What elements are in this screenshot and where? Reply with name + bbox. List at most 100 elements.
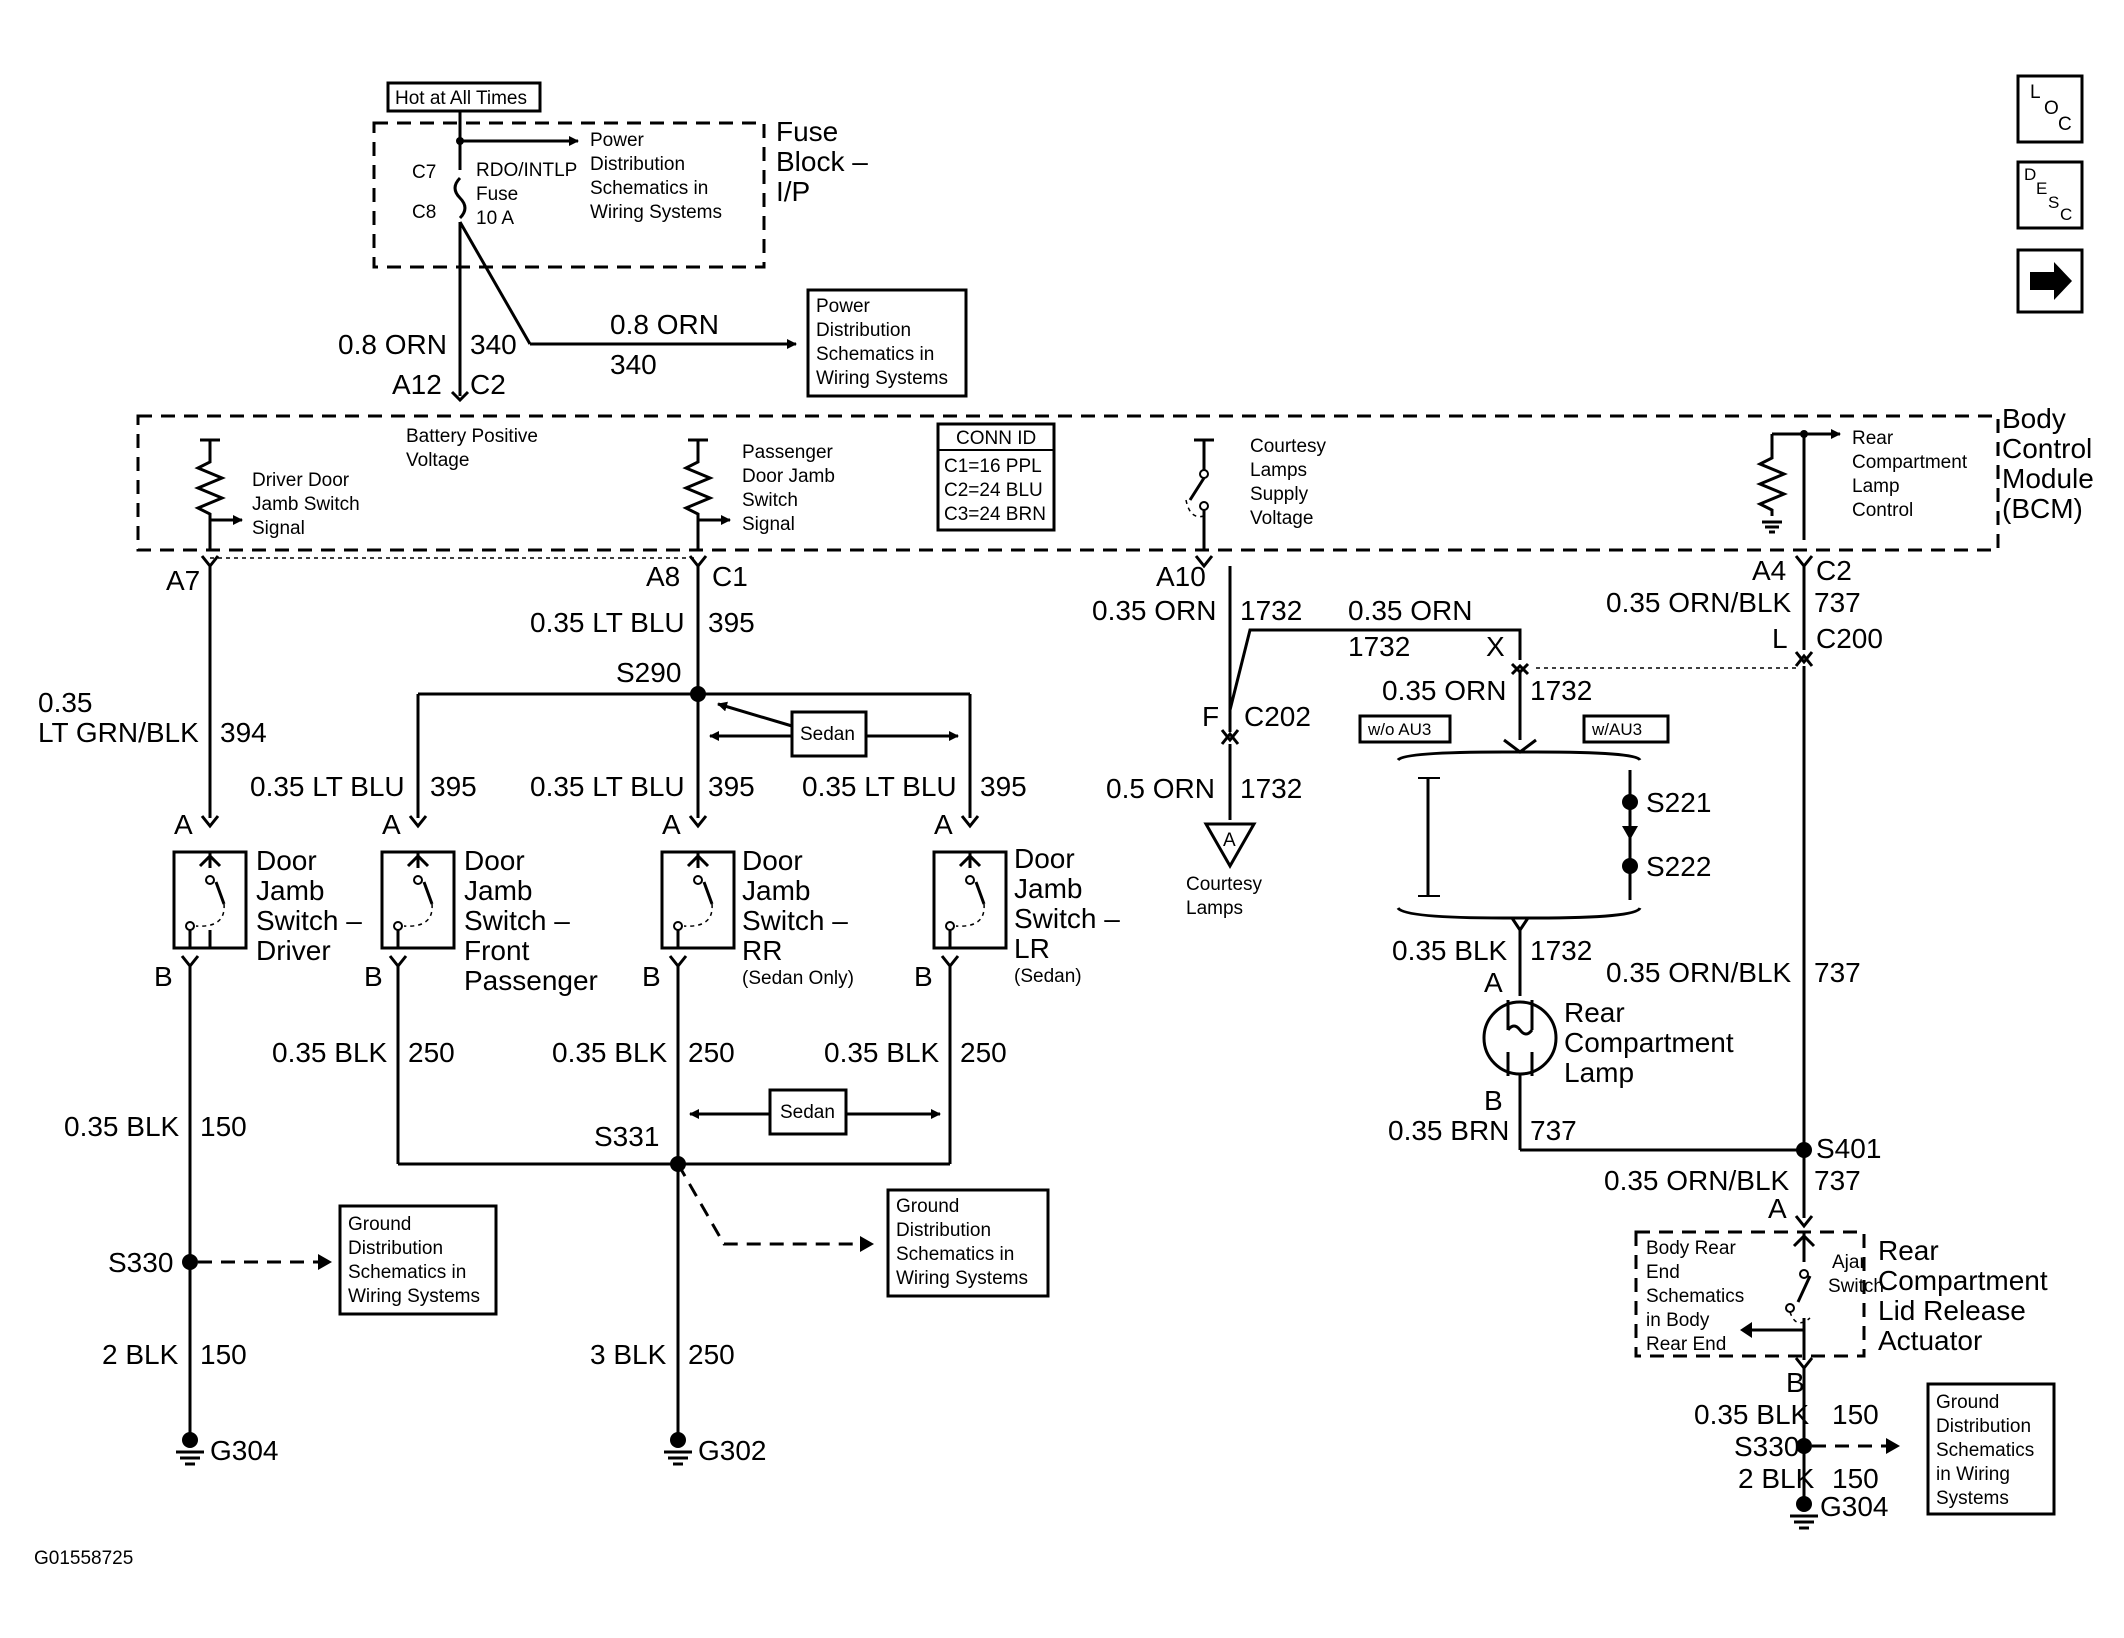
svg-text:G302: G302 xyxy=(698,1435,767,1466)
svg-text:S401: S401 xyxy=(1816,1133,1881,1164)
svg-text:250: 250 xyxy=(960,1037,1007,1068)
svg-text:Power: Power xyxy=(816,296,871,317)
svg-text:Wiring Systems: Wiring Systems xyxy=(896,1268,1028,1289)
svg-text:C: C xyxy=(2058,114,2072,135)
svg-text:Driver: Driver xyxy=(256,935,331,966)
svg-text:Driver Door: Driver Door xyxy=(252,470,350,491)
bcm-title: Body Control Module (BCM) xyxy=(2002,403,2094,524)
svg-text:Front: Front xyxy=(464,935,530,966)
svg-text:Door Jamb: Door Jamb xyxy=(742,466,835,487)
svg-text:E: E xyxy=(2036,179,2047,198)
svg-text:737: 737 xyxy=(1814,1165,1861,1196)
svg-text:395: 395 xyxy=(708,771,755,802)
svg-text:2 BLK: 2 BLK xyxy=(1738,1463,1815,1494)
svg-text:S221: S221 xyxy=(1646,787,1711,818)
svg-text:CONN ID: CONN ID xyxy=(956,428,1036,449)
svg-text:Rear: Rear xyxy=(1852,428,1894,449)
svg-text:Door: Door xyxy=(742,845,803,876)
svg-text:Rear: Rear xyxy=(1878,1235,1939,1266)
svg-text:250: 250 xyxy=(688,1037,735,1068)
svg-text:in Body: in Body xyxy=(1646,1310,1710,1331)
svg-text:X: X xyxy=(1486,631,1505,662)
svg-text:C1=16 PPL: C1=16 PPL xyxy=(944,456,1042,477)
ground-g304-left-icon xyxy=(176,1432,204,1466)
svg-text:0.35: 0.35 xyxy=(38,687,93,718)
svg-text:737: 737 xyxy=(1530,1115,1577,1146)
svg-text:Compartment: Compartment xyxy=(1878,1265,2048,1296)
svg-text:Jamb Switch: Jamb Switch xyxy=(252,494,360,515)
svg-text:(BCM): (BCM) xyxy=(2002,493,2083,524)
svg-text:Block –: Block – xyxy=(776,146,868,177)
svg-text:A: A xyxy=(1484,967,1503,998)
svg-text:0.8 ORN: 0.8 ORN xyxy=(338,329,447,360)
svg-text:Passenger: Passenger xyxy=(742,442,834,463)
svg-text:Actuator: Actuator xyxy=(1878,1325,1982,1356)
svg-text:A10: A10 xyxy=(1156,561,1206,592)
svg-text:Courtesy: Courtesy xyxy=(1186,874,1263,895)
svg-text:Schematics in: Schematics in xyxy=(348,1262,466,1283)
ground-distribution-reference-center[interactable]: Ground Distribution Schematics in Wiring… xyxy=(886,1188,1050,1298)
svg-text:0.35 LT BLU: 0.35 LT BLU xyxy=(250,771,405,802)
power-distribution-reference[interactable]: Power Distribution Schematics in Wiring … xyxy=(806,288,968,398)
svg-text:End: End xyxy=(1646,1262,1680,1283)
svg-text:Wiring Systems: Wiring Systems xyxy=(590,202,722,223)
svg-text:1732: 1732 xyxy=(1240,773,1302,804)
fuse-block-outline xyxy=(372,121,766,269)
svg-text:737: 737 xyxy=(1814,587,1861,618)
next-page-button[interactable] xyxy=(2016,248,2084,314)
splice-s221 xyxy=(1622,794,1638,810)
svg-text:395: 395 xyxy=(708,607,755,638)
sedan-option-label-top: Sedan xyxy=(709,701,959,758)
svg-text:Sedan: Sedan xyxy=(780,1102,835,1123)
svg-text:Switch –: Switch – xyxy=(1014,903,1120,934)
svg-text:10 A: 10 A xyxy=(476,208,514,229)
svg-text:Schematics in: Schematics in xyxy=(896,1244,1014,1265)
svg-text:Door: Door xyxy=(256,845,317,876)
figure-id: G01558725 xyxy=(34,1548,133,1569)
passenger-signal-resistor-icon xyxy=(682,438,731,550)
ground-g302-icon xyxy=(664,1432,692,1466)
splice-s222 xyxy=(1622,858,1638,874)
svg-text:Body: Body xyxy=(2002,403,2066,434)
svg-text:B: B xyxy=(1484,1085,1503,1116)
arrow-right-icon xyxy=(2030,262,2072,300)
ground-distribution-reference-left[interactable]: Ground Distribution Schematics in Wiring… xyxy=(338,1204,498,1316)
ground-distribution-reference-right[interactable]: Ground Distribution Schematics in Wiring… xyxy=(1926,1382,2056,1516)
courtesy-supply-switch-icon xyxy=(1185,438,1214,550)
svg-text:Body Rear: Body Rear xyxy=(1646,1238,1736,1259)
svg-text:Fuse: Fuse xyxy=(776,116,838,147)
ground-g304-right-icon xyxy=(1790,1496,1818,1530)
svg-text:250: 250 xyxy=(408,1037,455,1068)
svg-text:Distribution: Distribution xyxy=(1936,1416,2031,1437)
svg-text:Door: Door xyxy=(464,845,525,876)
svg-text:394: 394 xyxy=(220,717,267,748)
svg-text:w/AU3: w/AU3 xyxy=(1591,720,1642,739)
svg-text:RDO/INTLP: RDO/INTLP xyxy=(476,160,577,181)
svg-text:S330: S330 xyxy=(108,1247,173,1278)
svg-text:Ajar: Ajar xyxy=(1832,1252,1866,1273)
svg-text:Ground: Ground xyxy=(896,1196,959,1217)
door-jamb-switch-driver xyxy=(172,850,248,950)
svg-text:F: F xyxy=(1202,701,1219,732)
svg-text:150: 150 xyxy=(200,1339,247,1370)
svg-text:0.35 ORN: 0.35 ORN xyxy=(1348,595,1473,626)
svg-text:C200: C200 xyxy=(1816,623,1883,654)
splice-s330-left xyxy=(182,1254,198,1270)
svg-text:Switch: Switch xyxy=(1828,1276,1884,1297)
desc-nav-button[interactable]: D E S C xyxy=(2016,160,2084,230)
svg-text:L: L xyxy=(2030,82,2041,103)
svg-text:A: A xyxy=(382,809,401,840)
svg-text:0.35 ORN: 0.35 ORN xyxy=(1092,595,1217,626)
svg-text:A: A xyxy=(1768,1193,1787,1224)
svg-text:0.35 ORN/BLK: 0.35 ORN/BLK xyxy=(1604,1165,1790,1196)
svg-text:Rear End: Rear End xyxy=(1646,1334,1726,1355)
loc-nav-button[interactable]: L O C xyxy=(2016,74,2084,144)
svg-text:C8: C8 xyxy=(412,202,436,223)
svg-text:C7: C7 xyxy=(412,162,436,183)
svg-text:1732: 1732 xyxy=(1348,631,1410,662)
svg-text:Battery Positive: Battery Positive xyxy=(406,426,538,447)
svg-text:LR: LR xyxy=(1014,933,1050,964)
svg-text:0.8 ORN: 0.8 ORN xyxy=(610,309,719,340)
door-jamb-switch-rr xyxy=(660,850,736,950)
svg-text:150: 150 xyxy=(200,1111,247,1142)
